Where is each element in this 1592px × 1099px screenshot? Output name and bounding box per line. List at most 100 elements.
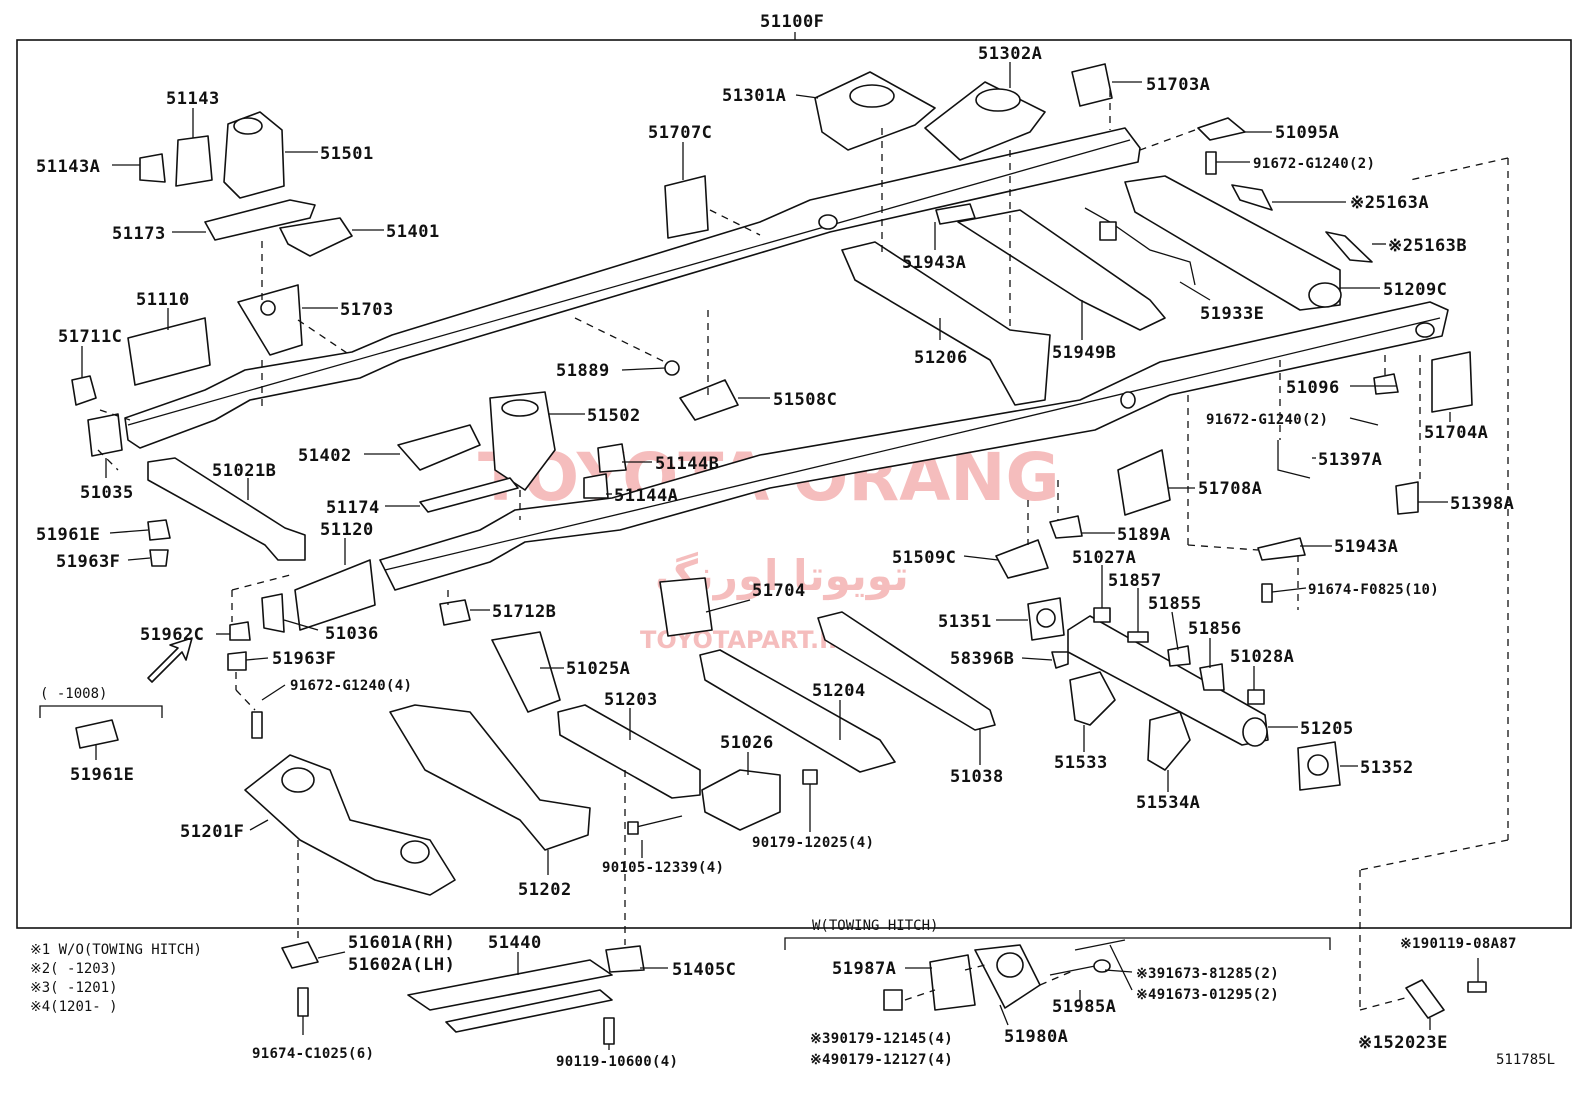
part-51889 [664,360,680,376]
part-51533 [1069,671,1116,726]
svg-text:51144B: 51144B [655,454,719,474]
svg-text:51110: 51110 [136,290,190,310]
svg-text:51509C: 51509C [892,548,956,568]
svg-text:※152023E: ※152023E [1358,1033,1448,1053]
svg-text:90179-12025(4): 90179-12025(4) [752,835,874,851]
svg-text:51703: 51703 [340,300,394,320]
part-bolt-90119-08 [1467,981,1487,993]
svg-text:51508C: 51508C [773,390,837,410]
part-51943A-b [1257,537,1306,561]
svg-text:51707C: 51707C [648,123,712,143]
towing-bracket [784,937,1331,950]
svg-text:51174: 51174 [326,498,380,518]
svg-text:51352: 51352 [1360,758,1414,778]
part-51703 [237,284,303,356]
svg-text:51949B: 51949B [1052,343,1116,363]
part-51201F [244,754,456,896]
frame-rail-right [379,301,1449,591]
part-51351 [1027,597,1065,641]
svg-text:※1 W/O(TOWING HITCH): ※1 W/O(TOWING HITCH) [30,942,202,958]
svg-text:51302A: 51302A [978,44,1042,64]
svg-text:5189A: 5189A [1117,525,1171,545]
svg-text:51534A: 51534A [1136,793,1200,813]
svg-text:51502: 51502 [587,406,641,426]
svg-text:51035: 51035 [80,483,134,503]
svg-text:51203: 51203 [604,690,658,710]
svg-text:51963F: 51963F [272,649,336,669]
svg-text:51351: 51351 [938,612,992,632]
svg-text:91672-G1240(4): 91672-G1240(4) [290,678,412,694]
svg-text:※390179-12145(4): ※390179-12145(4) [810,1031,953,1047]
part-51302A [924,81,1046,161]
part-51174 [419,477,519,513]
svg-text:※490179-12127(4): ※490179-12127(4) [810,1052,953,1068]
part-51120 [294,559,376,631]
diagram-title: 51100F [760,12,824,32]
part-nut-90179-b [883,989,903,1011]
part-51209C [1124,175,1342,311]
range-bracket [39,705,163,718]
svg-text:※491673-01295(2): ※491673-01295(2) [1136,987,1279,1003]
part-bolt-91674 [1261,583,1273,603]
part-51711C [71,375,97,406]
svg-text:51402: 51402 [298,446,352,466]
svg-text:51704A: 51704A [1424,423,1488,443]
svg-text:51026: 51026 [720,733,774,753]
svg-text:51201F: 51201F [180,822,244,842]
svg-text:※25163A: ※25163A [1350,193,1429,213]
svg-text:91674-C1025(6): 91674-C1025(6) [252,1046,374,1062]
frame-rail-left [124,127,1141,449]
part-51980A [974,944,1041,1009]
part-51203 [557,704,701,799]
part-51206 [841,241,1051,406]
part-51962C [229,621,251,641]
svg-text:51987A: 51987A [832,959,896,979]
part-51096 [1373,373,1399,395]
part-51440 [407,959,613,1033]
part-bolt-90105 [627,815,683,835]
svg-text:51143: 51143 [166,89,220,109]
svg-text:51209C: 51209C [1383,280,1447,300]
part-51025A [491,631,561,713]
part-51038 [817,611,996,731]
svg-text:51398A: 51398A [1450,494,1514,514]
part-51405C [605,945,645,973]
part-51855 [1167,645,1191,667]
svg-text:51962C: 51962C [140,625,204,645]
svg-text:51602A(LH): 51602A(LH) [348,955,455,975]
svg-text:51440: 51440 [488,933,542,953]
part-51144A [583,473,609,499]
svg-text:51206: 51206 [914,348,968,368]
svg-text:51703A: 51703A [1146,75,1210,95]
svg-text:51712B: 51712B [492,602,556,622]
part-51028A [1247,689,1265,705]
svg-text:51027A: 51027A [1072,548,1136,568]
svg-text:51963F: 51963F [56,552,120,572]
svg-text:( -1008): ( -1008) [40,686,107,702]
part-labels: 51143 51143A 51501 51173 51401 51110 517… [36,44,1516,1070]
part-51301A [814,71,936,151]
svg-text:W(TOWING HITCH): W(TOWING HITCH) [812,918,938,934]
svg-text:51961E: 51961E [36,525,100,545]
svg-text:51144A: 51144A [614,486,678,506]
part-51949B [957,209,1166,331]
svg-text:51855: 51855 [1148,594,1202,614]
part-51143A [139,153,166,183]
svg-text:51943A: 51943A [902,253,966,273]
svg-text:※25163B: ※25163B [1388,236,1467,256]
direction-arrow [147,637,193,683]
part-51534A [1147,711,1191,771]
part-51401 [279,217,353,257]
part-51712B [439,599,471,626]
part-51703A [1071,63,1113,107]
part-51402 [397,424,481,471]
part-51857 [1127,631,1149,643]
svg-text:51501: 51501 [320,144,374,164]
svg-text:51021B: 51021B [212,461,276,481]
svg-text:※3( -1201): ※3( -1201) [30,980,118,996]
svg-text:51856: 51856 [1188,619,1242,639]
svg-text:51943A: 51943A [1334,537,1398,557]
part-51961E-b [75,719,119,749]
svg-text:51025A: 51025A [566,659,630,679]
svg-text:51301A: 51301A [722,86,786,106]
